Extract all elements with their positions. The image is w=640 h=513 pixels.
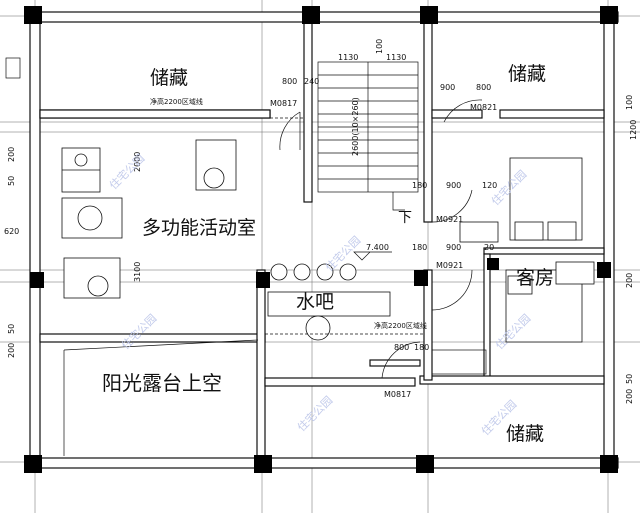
dim-620: 620 — [4, 227, 19, 236]
dim-180-c: 180 — [414, 343, 429, 352]
staircase — [317, 61, 419, 211]
room-multi-function: 多功能活动室 — [142, 217, 256, 239]
dim-180-b: 180 — [412, 243, 427, 252]
dim-900-a: 900 — [446, 181, 461, 190]
dim-1130-left: 1130 — [338, 53, 358, 62]
dim-240: 240 — [304, 77, 319, 86]
north-symbol — [5, 57, 21, 79]
structural-columns — [24, 6, 618, 473]
room-terrace: 阳光露台上空 — [102, 371, 222, 395]
stair-down-label: 下 — [398, 210, 412, 226]
gym-equipment — [61, 139, 237, 299]
dim-800-left: 800 — [282, 77, 297, 86]
dim-200-right-a: 200 — [625, 273, 634, 288]
door-m0817-top: M0817 — [270, 99, 297, 108]
dim-100-right: 100 — [625, 95, 634, 110]
dim-50-right: 50 — [625, 374, 634, 384]
room-guest: 客房 — [516, 267, 554, 289]
dim-1200-right: 1200 — [629, 120, 638, 140]
dim-100: 100 — [375, 39, 384, 54]
room-storage-top-left: 储藏 — [150, 67, 188, 89]
room-bar: 水吧 — [296, 291, 334, 313]
beam-note-mid: 净高2200区域线 — [374, 321, 427, 330]
beds — [459, 157, 595, 343]
dim-stair-run: 2600(10×260) — [351, 97, 360, 156]
dim-50-left-b: 50 — [7, 324, 16, 334]
dim-900-top: 900 — [440, 83, 455, 92]
dim-120: 120 — [482, 181, 497, 190]
room-storage-top-right: 储藏 — [508, 63, 546, 85]
watermark: 住宅公园 — [294, 393, 335, 434]
door-m0821: M0821 — [470, 103, 497, 112]
bar-counter — [267, 263, 391, 341]
dim-1130-right: 1130 — [386, 53, 406, 62]
dim-2000: 2000 — [133, 152, 142, 172]
level-label: 7.400 — [366, 243, 389, 252]
door-m0921-a: M0921 — [436, 215, 463, 224]
beam-note-top: 净高2200区域线 — [150, 97, 203, 106]
dim-900-b: 900 — [446, 243, 461, 252]
dim-800-bottom: 800 — [394, 343, 409, 352]
room-storage-bottom-right: 储藏 — [506, 423, 544, 445]
dim-800-top-right: 800 — [476, 83, 491, 92]
terrace-slope — [63, 339, 259, 456]
door-m0817-bottom: M0817 — [384, 390, 411, 399]
dim-200-right-b: 200 — [625, 389, 634, 404]
dim-20: 20 — [484, 243, 494, 252]
level-marker — [353, 251, 392, 261]
dim-200-left-b: 200 — [7, 343, 16, 358]
dim-50-left-a: 50 — [7, 176, 16, 186]
door-m0921-b: M0921 — [436, 261, 463, 270]
dim-180-a: 180 — [412, 181, 427, 190]
dim-3100: 3100 — [133, 262, 142, 282]
dim-200-left-a: 200 — [7, 147, 16, 162]
